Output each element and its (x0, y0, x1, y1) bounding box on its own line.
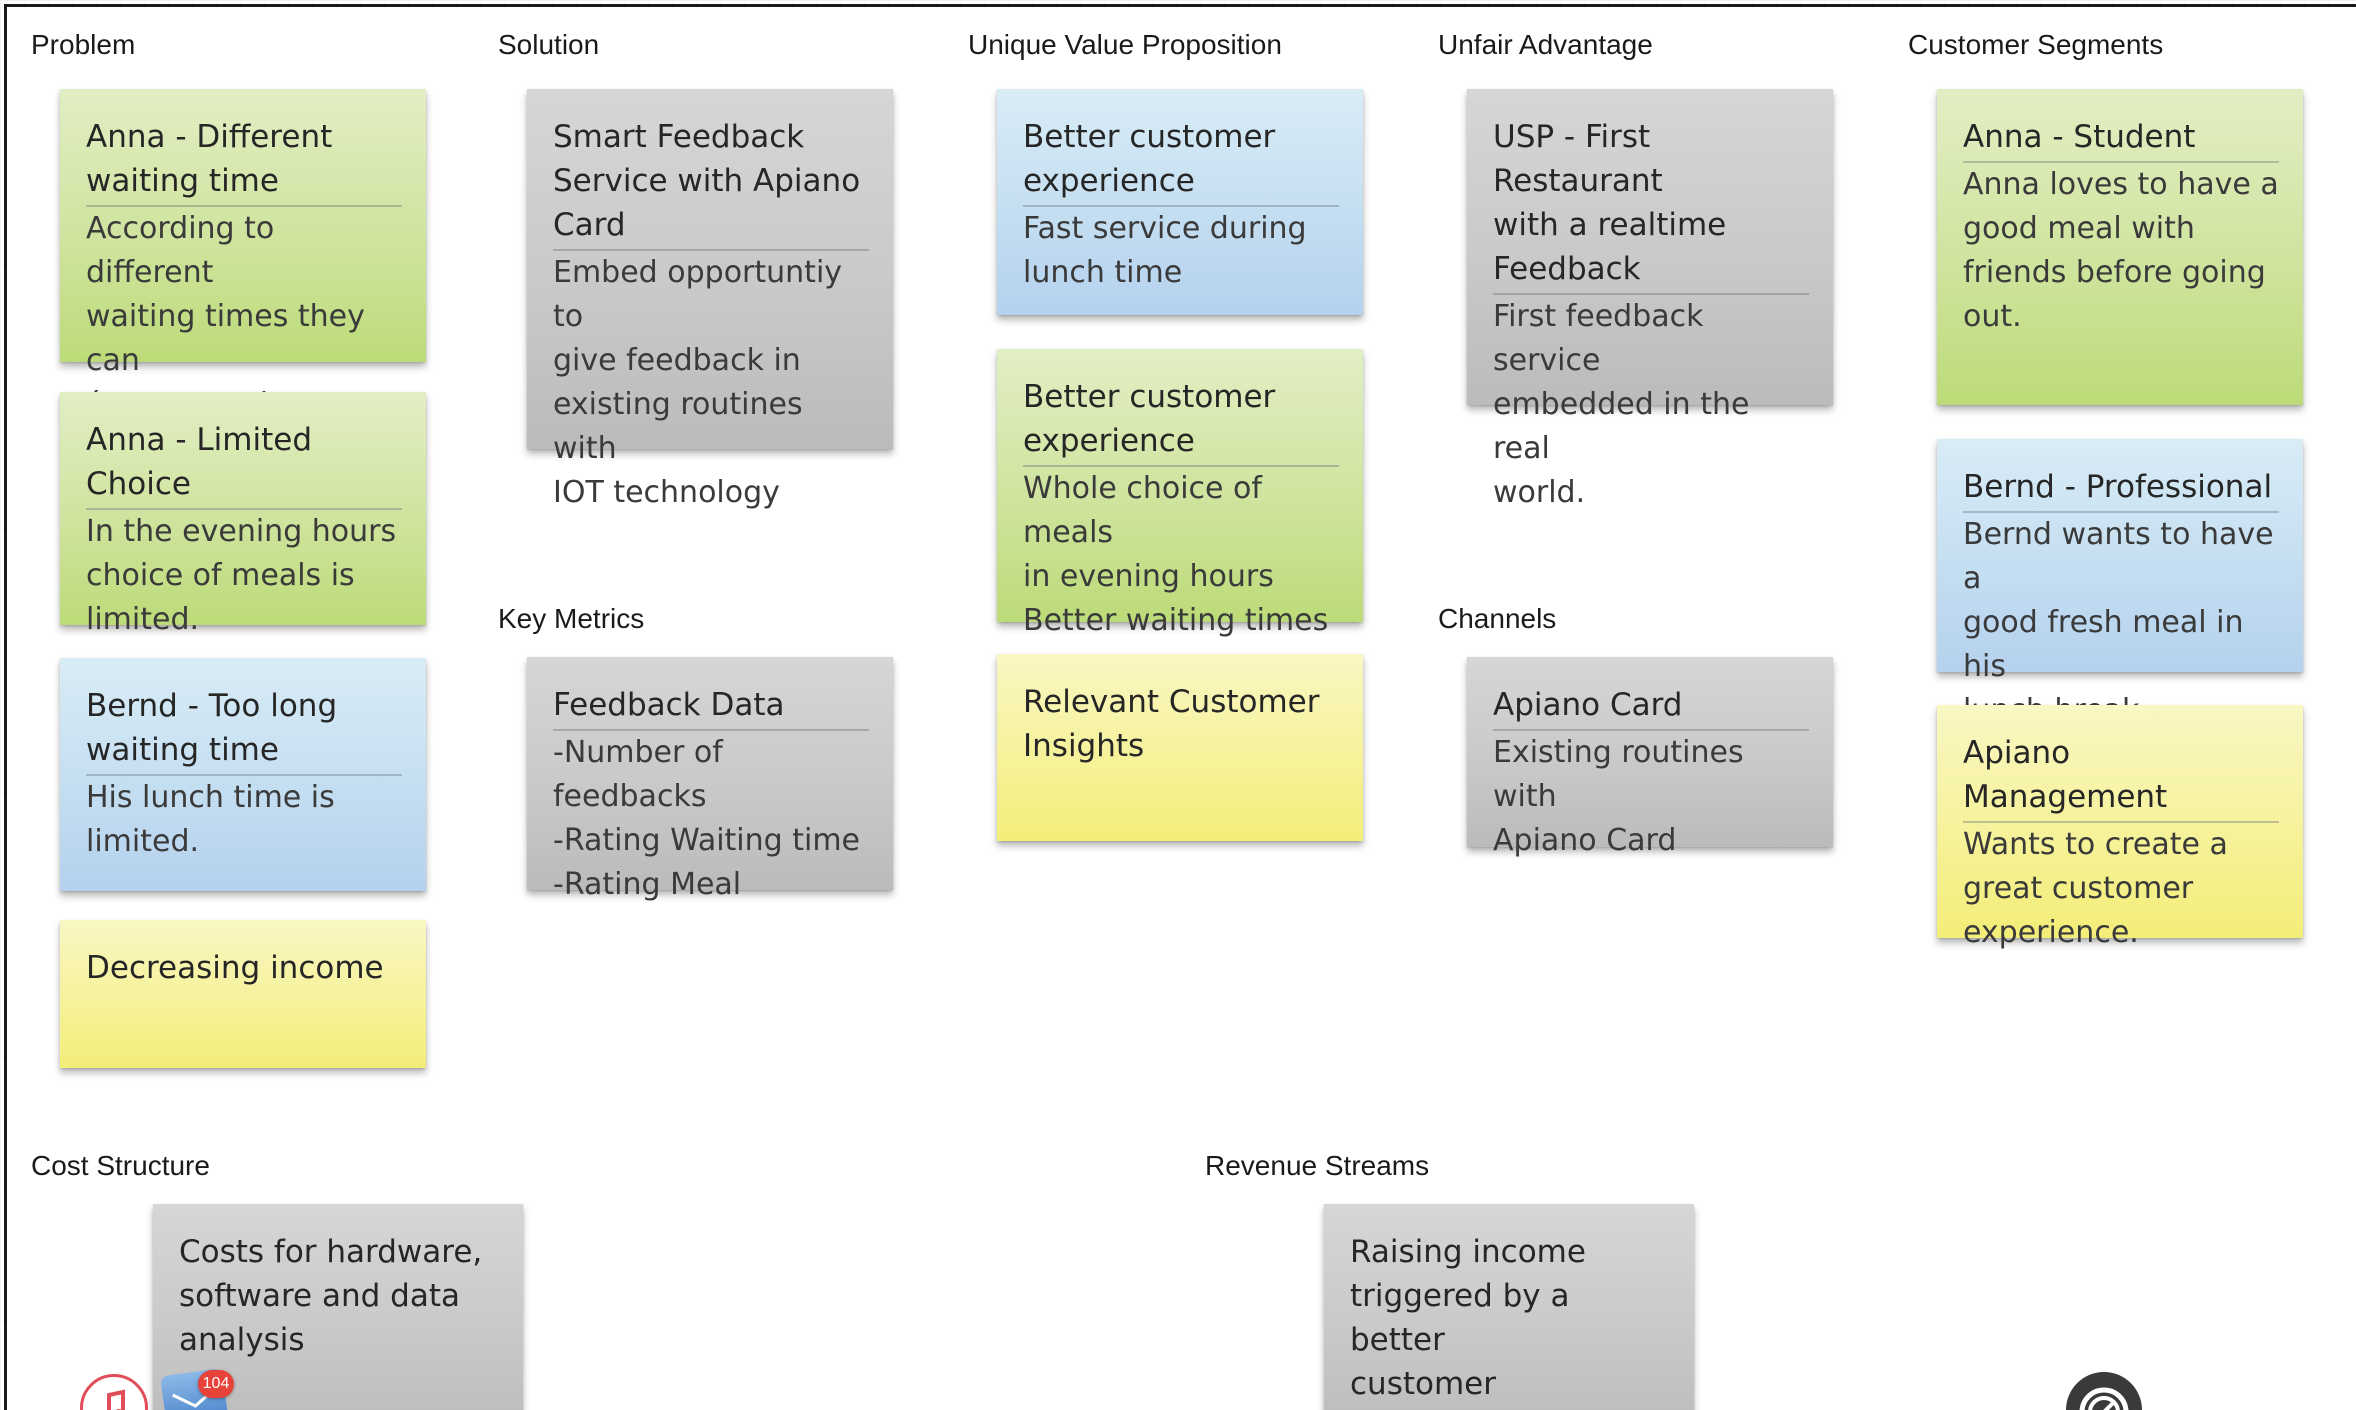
note-title: USP - First Restaurant with a realtime F… (1493, 115, 1809, 295)
sticky-note[interactable]: Better customer experience Fast service … (997, 89, 1363, 315)
note-body: His lunch time is limited. (86, 780, 335, 859)
note-body: Wants to create a great customer experie… (1963, 827, 2228, 950)
sticky-note[interactable]: Raising income triggered by a better cus… (1324, 1204, 1694, 1410)
section-title-cost-structure: Cost Structure (31, 1150, 210, 1181)
note-body: Fast service during lunch time (1023, 211, 1307, 290)
speedometer-icon[interactable] (2066, 1372, 2142, 1410)
sticky-note[interactable]: Anna - Different waiting time According … (60, 89, 426, 422)
note-title: Smart Feedback Service with Apiano Card (553, 115, 869, 251)
note-title: Costs for hardware, software and data an… (179, 1234, 483, 1358)
section-title-revenue-streams: Revenue Streams (1205, 1150, 1430, 1181)
sticky-note[interactable]: Decreasing income (60, 920, 426, 1068)
sticky-note[interactable]: Relevant Customer Insights (997, 654, 1363, 841)
sticky-note[interactable]: Apiano Card Existing routines with Apian… (1467, 657, 1833, 858)
note-title: Anna - Limited Choice (86, 418, 402, 510)
note-title: Relevant Customer Insights (1023, 684, 1320, 764)
sticky-note[interactable]: Costs for hardware, software and data an… (153, 1204, 523, 1410)
section-title-key-metrics: Key Metrics (498, 603, 645, 634)
sticky-note[interactable]: Smart Feedback Service with Apiano Card … (527, 89, 893, 510)
note-title: Anna - Student (1963, 115, 2279, 163)
section-unique-value-proposition[interactable]: Unique Value Proposition Better customer… (944, 4, 1417, 1131)
section-title-unfair-advantage: Unfair Advantage (1438, 29, 1653, 60)
mail-badge-count: 104 (202, 1375, 230, 1392)
note-body: Bernd wants to have a good fresh meal in… (1963, 517, 2274, 728)
note-title: Feedback Data (553, 683, 869, 731)
sticky-note[interactable]: Anna - Student Anna loves to have a good… (1937, 89, 2303, 405)
section-cost-structure[interactable]: Cost Structure Costs for hardware, softw… (4, 1128, 1184, 1410)
note-body: First feedback service embedded in the r… (1493, 299, 1750, 510)
music-icon[interactable] (80, 1374, 148, 1410)
notification-badge: 104 (198, 1370, 234, 1398)
note-body: -Number of feedbacks -Rating Waiting tim… (553, 735, 861, 902)
sticky-note[interactable]: Better customer experience Whole choice … (997, 349, 1363, 638)
note-body: Whole choice of meals in evening hours B… (1023, 471, 1329, 638)
sticky-note[interactable]: Bernd - Professional Bernd wants to have… (1937, 439, 2303, 728)
section-title-problem: Problem (31, 29, 136, 60)
note-title: Anna - Different waiting time (86, 115, 402, 207)
section-revenue-streams[interactable]: Revenue Streams Raising income triggered… (1181, 1128, 2356, 1410)
note-title: Apiano Management (1963, 731, 2279, 823)
section-customer-segments[interactable]: Customer Segments Anna - Student Anna lo… (1884, 4, 2356, 1131)
note-title: Better customer experience (1023, 115, 1339, 207)
sticky-note[interactable]: Anna - Limited Choice In the evening hou… (60, 392, 426, 637)
section-title-channels: Channels (1438, 603, 1557, 634)
sticky-note[interactable]: Bernd - Too long waiting time His lunch … (60, 658, 426, 891)
note-title: Bernd - Too long waiting time (86, 684, 402, 776)
note-title: Bernd - Professional (1963, 465, 2279, 513)
section-problem[interactable]: Problem Anna - Different waiting time Ac… (4, 4, 478, 1131)
note-body: In the evening hours choice of meals is … (86, 514, 397, 637)
note-title: Apiano Card (1493, 683, 1809, 731)
note-title: Raising income triggered by a better cus… (1350, 1234, 1586, 1402)
section-title-solution: Solution (498, 29, 600, 60)
sticky-note[interactable]: Feedback Data -Number of feedbacks -Rati… (527, 657, 893, 902)
note-title: Decreasing income (86, 950, 384, 986)
section-solution[interactable]: Solution Smart Feedback Service with Api… (474, 4, 947, 584)
sticky-note[interactable]: Apiano Management Wants to create a grea… (1937, 705, 2303, 950)
section-channels[interactable]: Channels Apiano Card Existing routines w… (1414, 581, 1887, 1131)
note-body: Anna loves to have a good meal with frie… (1963, 167, 2279, 334)
section-unfair-advantage[interactable]: Unfair Advantage USP - First Restaurant … (1414, 4, 1887, 584)
section-title-uvp: Unique Value Proposition (968, 29, 1282, 60)
section-key-metrics[interactable]: Key Metrics Feedback Data -Number of fee… (474, 581, 947, 1131)
note-body: Existing routines with Apiano Card (1493, 735, 1744, 858)
sticky-note[interactable]: USP - First Restaurant with a realtime F… (1467, 89, 1833, 510)
note-body: Embed opportuntiy to give feedback in ex… (553, 255, 843, 510)
section-title-customer-segments: Customer Segments (1908, 29, 2164, 60)
note-title: Better customer experience (1023, 375, 1339, 467)
